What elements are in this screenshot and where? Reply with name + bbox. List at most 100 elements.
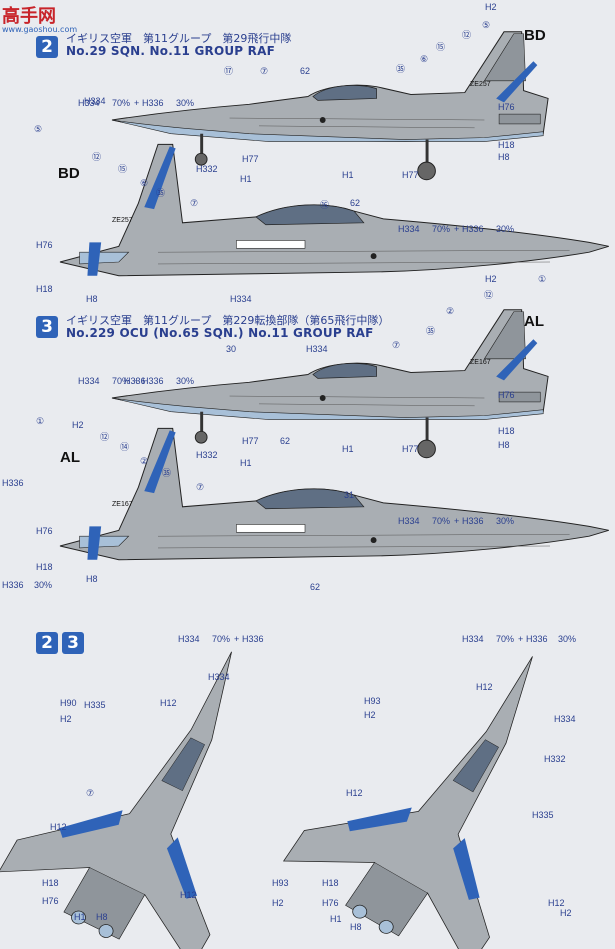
paint-callout-label: 62 bbox=[350, 198, 360, 208]
paint-callout-label: ⑫ bbox=[100, 432, 109, 442]
paint-callout-label: ⑫ bbox=[462, 30, 471, 40]
paint-callout-label: H12 bbox=[160, 698, 177, 708]
paint-callout-label: H332 bbox=[544, 754, 566, 764]
paint-callout-label: H77 bbox=[402, 444, 419, 454]
paint-callout-label: H76 bbox=[42, 896, 59, 906]
paint-callout-label: 62 bbox=[280, 436, 290, 446]
paint-callout-label: H1 bbox=[342, 170, 354, 180]
paint-callout-label: ⑦ bbox=[392, 340, 400, 350]
plan-badge-2: 2 bbox=[36, 632, 58, 654]
paint-callout-label: H18 bbox=[498, 140, 515, 150]
paint-callout-label: H8 bbox=[86, 294, 98, 304]
paint-callout-label: H77 bbox=[402, 170, 419, 180]
svg-text:+: + bbox=[134, 376, 139, 386]
paint-callout-label: H2 bbox=[272, 898, 284, 908]
paint-callout-label: H334 bbox=[230, 294, 252, 304]
paint-callout-label: H76 bbox=[36, 526, 53, 536]
svg-text:70%: 70% bbox=[112, 98, 130, 108]
svg-text:30%: 30% bbox=[176, 376, 194, 386]
svg-text:+: + bbox=[454, 224, 459, 234]
paint-callout-label: H8 bbox=[498, 440, 510, 450]
scheme-badge-3: 3 bbox=[36, 316, 58, 338]
paint-callout-label: H2 bbox=[485, 2, 497, 12]
paint-callout-label: H12 bbox=[476, 682, 493, 692]
svg-text:70%: 70% bbox=[432, 516, 450, 526]
paint-callout-label: ⑮ bbox=[118, 164, 127, 174]
paint-callout-label: ⑤ bbox=[482, 20, 490, 30]
svg-text:70%: 70% bbox=[212, 634, 230, 644]
paint-callout-label: H12 bbox=[180, 890, 197, 900]
tail-code-bd: BD bbox=[524, 27, 546, 44]
svg-text:70%: 70% bbox=[112, 376, 130, 386]
paint-callout-label: H2 bbox=[485, 274, 497, 284]
paint-callout-label: H8 bbox=[86, 574, 98, 584]
paint-callout-label: ㉟ bbox=[396, 64, 405, 74]
serial-ze257-top: ZE257 bbox=[470, 81, 491, 88]
svg-text:30%: 30% bbox=[34, 580, 52, 590]
tail-code-bd-bottom: BD bbox=[58, 165, 80, 182]
paint-callout-label: 62 bbox=[300, 66, 310, 76]
paint-callout-label: 30 bbox=[226, 344, 236, 354]
paint-callout-label: H77 bbox=[242, 436, 259, 446]
paint-callout-label: H18 bbox=[36, 562, 53, 572]
paint-callout-label: H2 bbox=[60, 714, 72, 724]
scheme-3-jp-title: イギリス空軍 第11グループ 第229転換部隊（第65飛行中隊） bbox=[66, 314, 390, 327]
paint-callout-label: H332 bbox=[196, 450, 218, 460]
paint-callout-label: H90 bbox=[60, 698, 77, 708]
plan-badge-3: 3 bbox=[62, 632, 84, 654]
paint-callout-label: ⑥ bbox=[420, 54, 428, 64]
paint-callout-label: ② bbox=[446, 306, 454, 316]
paint-callout-label: H1 bbox=[74, 912, 86, 922]
paint-callout-label: ⑮ bbox=[436, 42, 445, 52]
svg-text:+: + bbox=[518, 634, 523, 644]
paint-callout-label: ⑫ bbox=[484, 290, 493, 300]
paint-callout-label: H18 bbox=[36, 284, 53, 294]
paint-callout-label: H336 bbox=[2, 478, 24, 488]
scheme-badge-2: 2 bbox=[36, 36, 58, 58]
paint-callout-label: H18 bbox=[322, 878, 339, 888]
paint-callout-label: ㉟ bbox=[162, 468, 171, 478]
paint-callout-label: H8 bbox=[498, 152, 510, 162]
paint-callout-label: H12 bbox=[50, 822, 67, 832]
paint-callout-label: H18 bbox=[42, 878, 59, 888]
paint-callout-label: H93 bbox=[272, 878, 289, 888]
paint-callout-label: ⑦ bbox=[190, 198, 198, 208]
svg-text:H336: H336 bbox=[462, 224, 484, 234]
paint-callout-label: H334 bbox=[554, 714, 576, 724]
paint-callout-label: H1 bbox=[342, 444, 354, 454]
svg-text:H334: H334 bbox=[398, 224, 420, 234]
paint-callout-label: H2 bbox=[560, 908, 572, 918]
paint-callout-label: ① bbox=[538, 274, 546, 284]
svg-text:30%: 30% bbox=[176, 98, 194, 108]
paint-callout-label: H335 bbox=[84, 700, 106, 710]
paint-callout-label: H335 bbox=[532, 810, 554, 820]
svg-text:H336: H336 bbox=[526, 634, 548, 644]
watermark-logo: 高手网 www.gaoshou.com bbox=[2, 2, 77, 34]
paint-callout-label: ⑰ bbox=[224, 66, 233, 76]
aircraft-side-view-bottom-3 bbox=[59, 427, 610, 561]
paint-callout-label: ⑦ bbox=[86, 788, 94, 798]
svg-text:30%: 30% bbox=[558, 634, 576, 644]
svg-text:H336: H336 bbox=[142, 376, 164, 386]
paint-callout-label: ⑦ bbox=[260, 66, 268, 76]
aircraft-side-view-bottom-2 bbox=[59, 143, 610, 277]
paint-callout-label: H93 bbox=[364, 696, 381, 706]
tail-code-al-bottom: AL bbox=[60, 449, 80, 466]
svg-text:+: + bbox=[454, 516, 459, 526]
svg-text:30%: 30% bbox=[496, 516, 514, 526]
scheme-3-en-title: No.229 OCU (No.65 SQN.) No.11 GROUP RAF bbox=[66, 326, 374, 340]
paint-callout-label: H76 bbox=[322, 898, 339, 908]
paint-callout-label: H12 bbox=[548, 898, 565, 908]
paint-callout-label: ⑤ bbox=[34, 124, 42, 134]
paint-callout-label: ㉟ bbox=[156, 188, 165, 198]
watermark-url: www.gaoshou.com bbox=[2, 25, 78, 34]
